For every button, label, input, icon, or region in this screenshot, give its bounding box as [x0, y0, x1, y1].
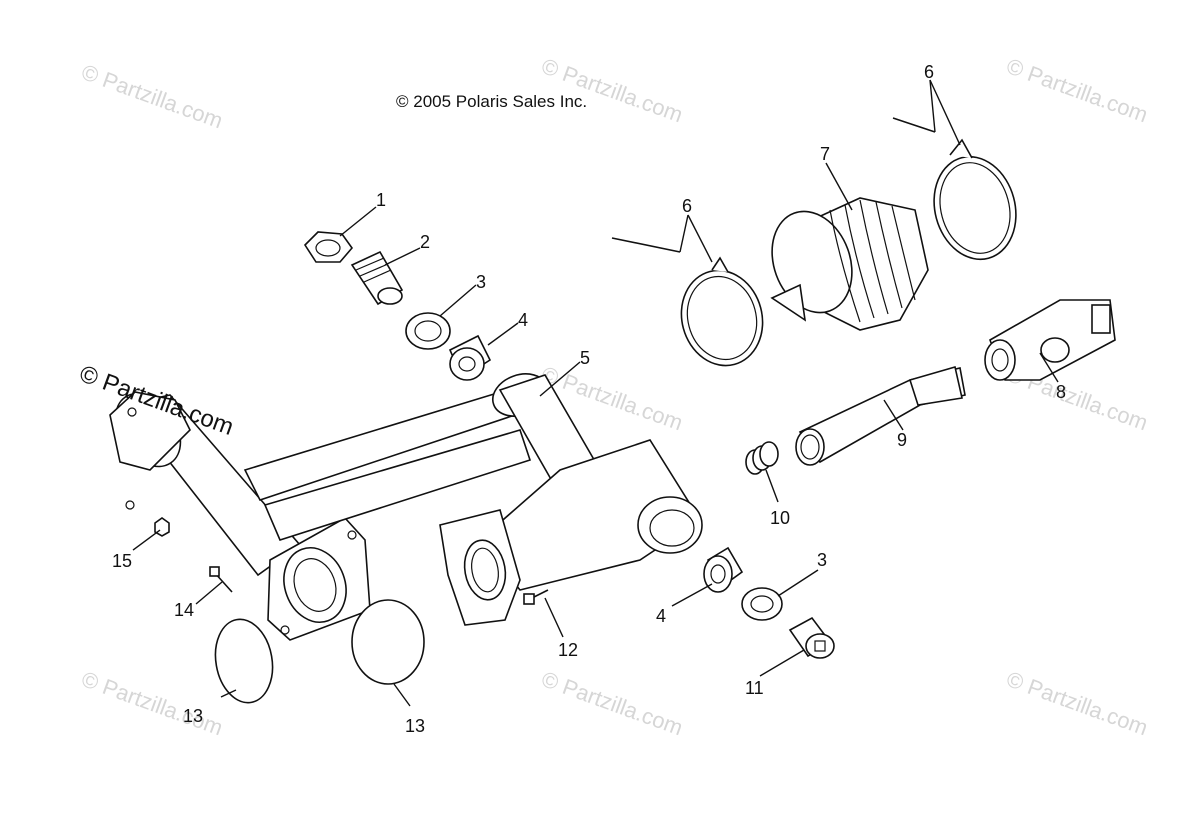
callout-14: 14	[174, 600, 194, 620]
callout-13-left: 13	[183, 706, 203, 726]
part-o-ring-right	[351, 599, 425, 685]
part-spring	[745, 441, 779, 475]
callout-6-right: 6	[924, 62, 934, 82]
part-seal-upper	[405, 312, 451, 350]
part-drive-shaft	[795, 365, 966, 466]
part-plug	[788, 616, 835, 659]
callout-12: 12	[558, 640, 578, 660]
watermark-bottom-right: © Partzilla.com	[1003, 666, 1151, 740]
callout-7: 7	[820, 144, 830, 164]
part-o-ring-left	[214, 618, 274, 704]
callout-6-left: 6	[682, 196, 692, 216]
copyright-notice: © 2005 Polaris Sales Inc.	[396, 92, 588, 111]
part-bearing-lower	[703, 546, 744, 593]
watermark-top-right: © Partzilla.com	[1003, 53, 1151, 127]
callout-3-lower: 3	[817, 550, 827, 570]
part-u-joint-yoke	[984, 299, 1116, 381]
callouts: 1 2 3 4 5 6 6 7 8 9 10 11 12 13 13 14 15…	[112, 62, 1066, 736]
part-nut	[303, 231, 354, 263]
callout-2: 2	[420, 232, 430, 252]
watermark-bottom-left: © Partzilla.com	[78, 666, 226, 740]
leader-lines	[132, 79, 1059, 707]
callout-5: 5	[580, 348, 590, 368]
part-boot	[770, 197, 929, 331]
part-boot-clamp-right	[892, 117, 1017, 261]
part-boot-clamp-left	[611, 237, 764, 367]
callout-8: 8	[1056, 382, 1066, 402]
callout-10: 10	[770, 508, 790, 528]
callout-3-upper: 3	[476, 272, 486, 292]
callout-4-lower: 4	[656, 606, 666, 626]
callout-15: 15	[112, 551, 132, 571]
callout-9: 9	[897, 430, 907, 450]
watermark-top-left: © Partzilla.com	[78, 59, 226, 133]
part-bearing-upper	[448, 334, 492, 381]
callout-4-upper: 4	[518, 310, 528, 330]
watermark-top-center: © Partzilla.com	[538, 53, 686, 127]
part-nut-15	[154, 517, 170, 537]
part-threaded-adjuster	[350, 250, 404, 306]
part-bolt-14	[209, 566, 233, 593]
part-seal-lower	[741, 587, 783, 621]
part-swing-arm	[109, 373, 703, 641]
watermark-bottom-center: © Partzilla.com	[538, 666, 686, 740]
callout-11: 11	[745, 678, 764, 698]
part-bolt-12	[523, 589, 549, 605]
callout-1: 1	[376, 190, 386, 210]
callout-13-right: 13	[405, 716, 425, 736]
